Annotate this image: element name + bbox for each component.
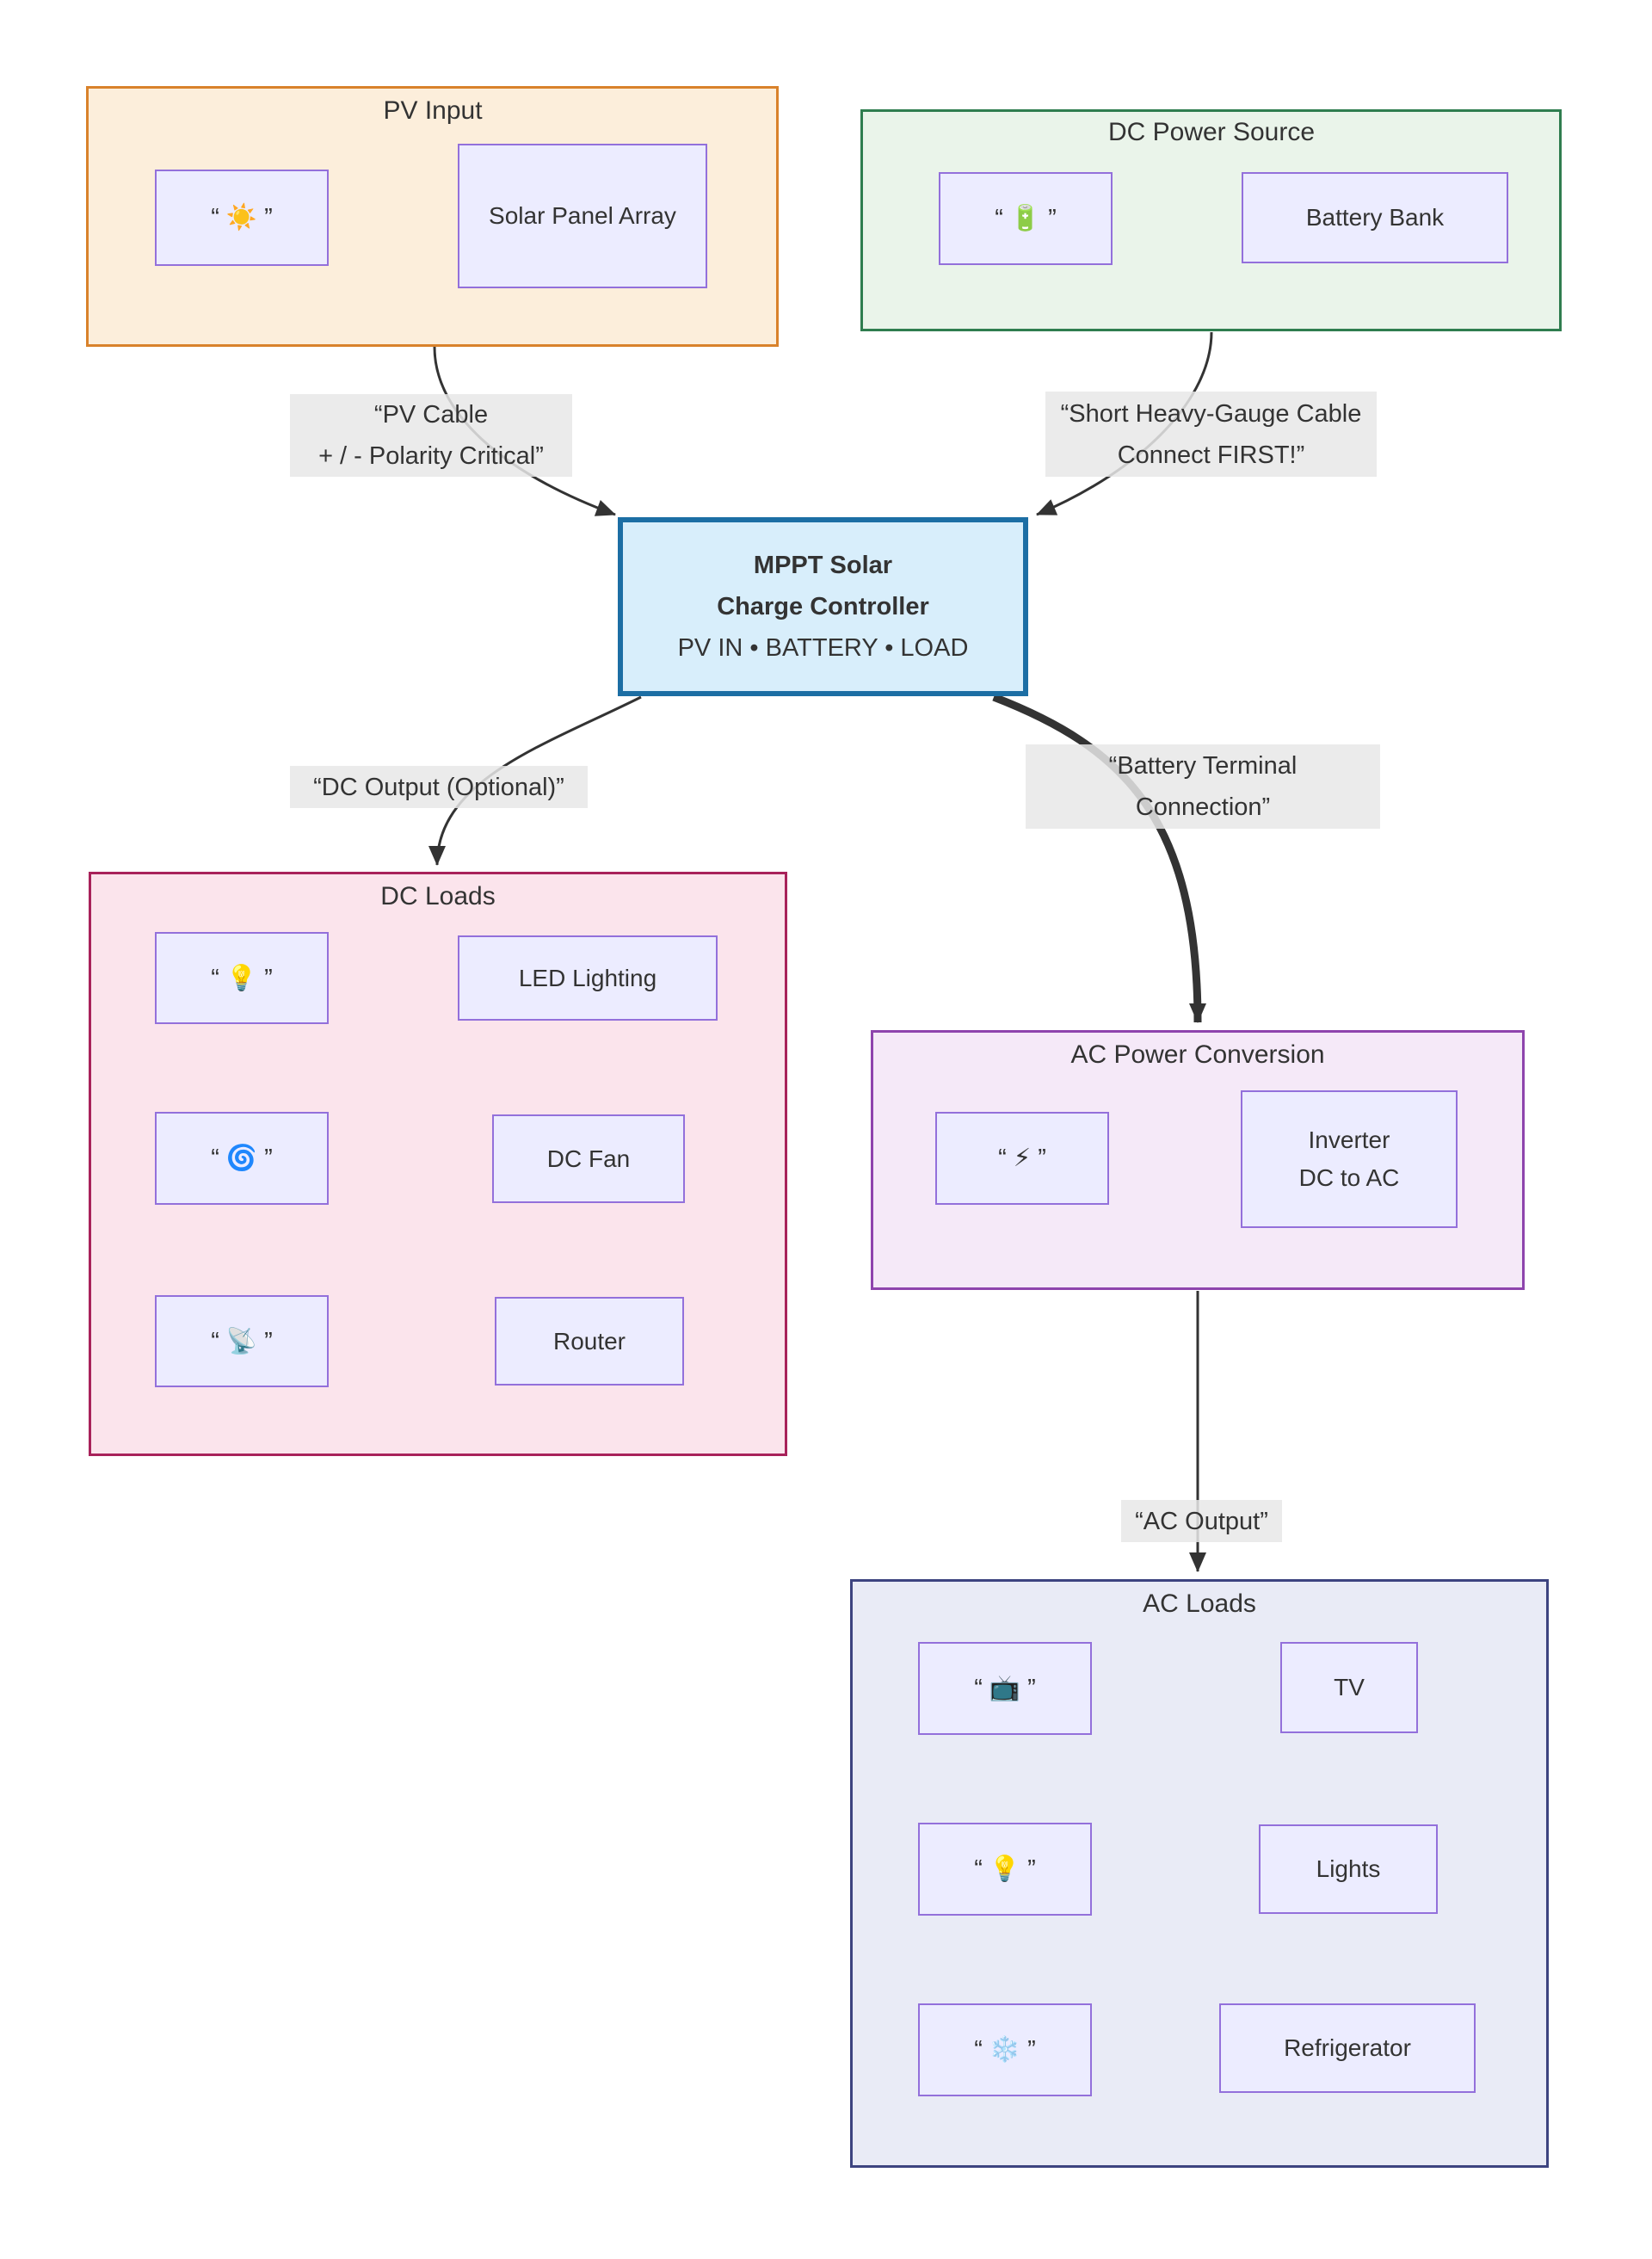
lights-node: Lights <box>1259 1824 1438 1914</box>
bulb-ac-source-node: “ 💡 ” <box>918 1823 1092 1916</box>
cyclone-icon: “ 🌀 ” <box>211 1145 273 1172</box>
tv-label: TV <box>1334 1674 1365 1700</box>
bolt-source-node: “ ⚡ ” <box>935 1112 1109 1205</box>
ac-power-conversion-title: AC Power Conversion <box>1070 1040 1325 1069</box>
dc-fan-label: DC Fan <box>546 1145 631 1172</box>
pv-cable-edge-label: “PV Cable+ / - Polarity Critical” <box>290 394 572 477</box>
dc-output-edge-label: “DC Output (Optional)” <box>290 766 588 808</box>
dc-loads-title: DC Loads <box>380 882 496 910</box>
solar-panel-array-label: Solar Panel Array <box>489 202 676 229</box>
battery-bank-label: Battery Bank <box>1305 204 1445 231</box>
sun-source-node: “ ☀️ ” <box>155 170 329 266</box>
router-node: Router <box>495 1297 684 1386</box>
led-lighting-node: LED Lighting <box>458 935 718 1021</box>
tv-source-node: “ 📺 ” <box>918 1642 1092 1735</box>
sun-icon: “ ☀️ ” <box>211 204 273 231</box>
battery-bank-node: Battery Bank <box>1242 172 1508 263</box>
router-label: Router <box>552 1327 626 1355</box>
snowflake-source-node: “ ❄️ ” <box>918 2003 1092 2096</box>
satellite-source-node: “ 📡 ” <box>155 1295 329 1387</box>
refrigerator-label: Refrigerator <box>1284 2034 1411 2061</box>
pv-input-title: PV Input <box>383 96 483 125</box>
bulb-icon: “ 💡 ” <box>211 964 273 992</box>
solar-panel-array-node: Solar Panel Array <box>458 144 707 288</box>
bolt-icon: “ ⚡ ” <box>998 1145 1046 1172</box>
tv-icon: “ 📺 ” <box>974 1675 1036 1702</box>
tv-node: TV <box>1280 1642 1418 1733</box>
ac-output-edge-label: “AC Output” <box>1121 1500 1282 1542</box>
bulb-icon: “ 💡 ” <box>974 1855 1036 1883</box>
snowflake-icon: “ ❄️ ” <box>974 2036 1036 2064</box>
battery-source-node: “ 🔋 ” <box>939 172 1113 265</box>
lights-label: Lights <box>1316 1855 1381 1882</box>
cyclone-source-node: “ 🌀 ” <box>155 1112 329 1205</box>
mppt-subtitle: PV IN • BATTERY • LOAD <box>677 634 969 662</box>
refrigerator-node: Refrigerator <box>1219 2003 1476 2093</box>
satellite-icon: “ 📡 ” <box>211 1327 273 1355</box>
bulb-source-node: “ 💡 ” <box>155 932 329 1024</box>
dc-power-source-title: DC Power Source <box>1107 118 1316 146</box>
dc-fan-node: DC Fan <box>492 1114 685 1203</box>
led-lighting-label: LED Lighting <box>518 964 657 991</box>
battery-icon: “ 🔋 ” <box>995 205 1057 232</box>
ac-loads-title: AC Loads <box>1143 1589 1256 1618</box>
